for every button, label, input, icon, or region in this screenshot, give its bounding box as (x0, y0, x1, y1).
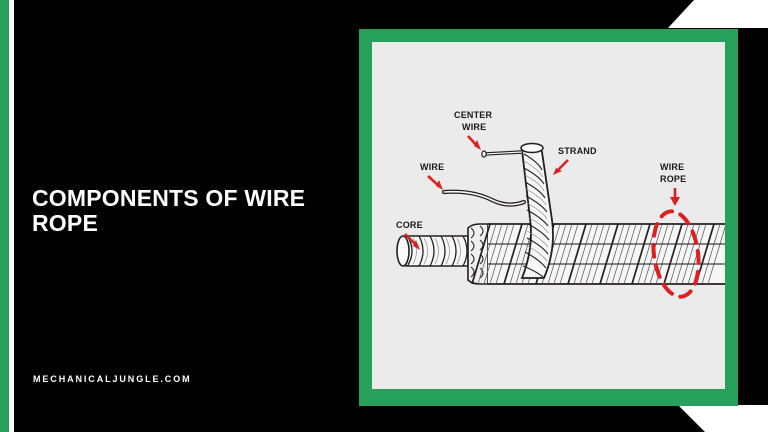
label-center-wire-line2: WIRE (462, 122, 486, 132)
core-cylinder (396, 235, 469, 267)
label-core: CORE (396, 220, 423, 250)
strand-cut-collar (467, 223, 489, 285)
label-wire-rope-line1: WIRE (660, 162, 684, 172)
separated-strand (520, 142, 554, 279)
text-column: Components of Wire Rope mechanicaljungle… (32, 0, 332, 432)
label-wire-rope-line2: ROPE (660, 174, 686, 184)
label-center-wire-line1: CENTER (454, 110, 493, 120)
wire-rope-diagram: CORE WIRE CENTER W (372, 42, 725, 389)
diagram-artwork: CORE WIRE CENTER W (396, 110, 725, 299)
loose-wire (441, 189, 527, 207)
label-strand-text: STRAND (558, 146, 597, 156)
left-accent-stripe (0, 0, 9, 432)
image-panel-frame: CORE WIRE CENTER W (359, 29, 738, 406)
wire-rope-body (471, 223, 725, 285)
wire-rope-highlight-ellipse (651, 209, 701, 299)
label-center-wire: CENTER WIRE (454, 110, 493, 150)
label-wire-text: WIRE (420, 162, 444, 172)
label-strand: STRAND (553, 146, 597, 175)
left-white-gap (9, 0, 14, 432)
label-core-text: CORE (396, 220, 423, 230)
center-wire-stub (481, 150, 523, 158)
image-panel-inner: CORE WIRE CENTER W (372, 42, 725, 389)
label-wire: WIRE (420, 162, 444, 190)
label-wire-rope: WIRE ROPE (660, 162, 686, 206)
site-footer-url: mechanicaljungle.com (33, 374, 192, 384)
page-title: Components of Wire Rope (32, 185, 306, 236)
wire-rope-svg: CORE WIRE CENTER W (396, 110, 725, 299)
